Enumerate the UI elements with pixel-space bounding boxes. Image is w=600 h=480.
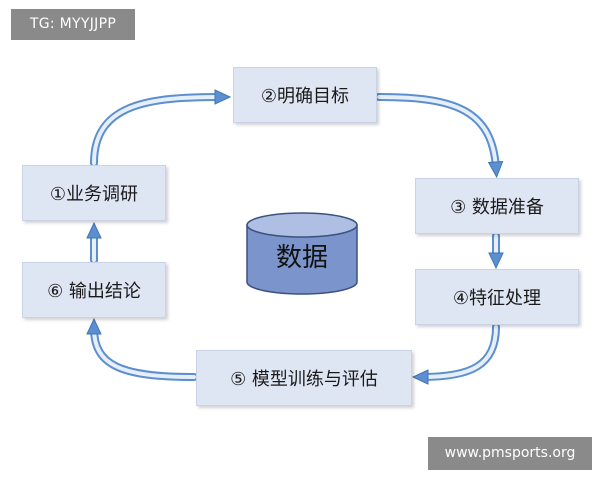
step-label: ⑤ 模型训练与评估 bbox=[230, 369, 378, 390]
step-label: ①业务调研 bbox=[49, 184, 139, 205]
data-cylinder: 数据 bbox=[246, 212, 358, 295]
step-label: ④特征处理 bbox=[452, 288, 542, 309]
arrow-step5-to-step6 bbox=[86, 317, 198, 381]
step-model-training-box: ⑤ 模型训练与评估 bbox=[196, 350, 412, 406]
step-business-research-box: ①业务调研 bbox=[22, 165, 166, 221]
arrow-step2-to-step3 bbox=[375, 93, 504, 179]
step-feature-processing-box: ④特征处理 bbox=[415, 269, 579, 325]
step-output-conclusion-box: ⑥ 输出结论 bbox=[22, 262, 166, 318]
step-define-goal-box: ②明确目标 bbox=[233, 67, 377, 123]
step-data-preparation-box: ③ 数据准备 bbox=[415, 178, 579, 234]
watermark-top-left: TG: MYYJJPP bbox=[11, 9, 135, 40]
step-label: ③ 数据准备 bbox=[450, 197, 544, 218]
arrow-step4-to-step5 bbox=[411, 323, 500, 385]
step-label: ⑥ 输出结论 bbox=[47, 281, 141, 302]
cylinder-label: 数据 bbox=[276, 243, 328, 273]
arrow-step1-to-step2 bbox=[90, 89, 232, 167]
watermark-bottom-right: www.pmsports.org bbox=[428, 437, 592, 470]
step-label: ②明确目标 bbox=[260, 86, 350, 107]
